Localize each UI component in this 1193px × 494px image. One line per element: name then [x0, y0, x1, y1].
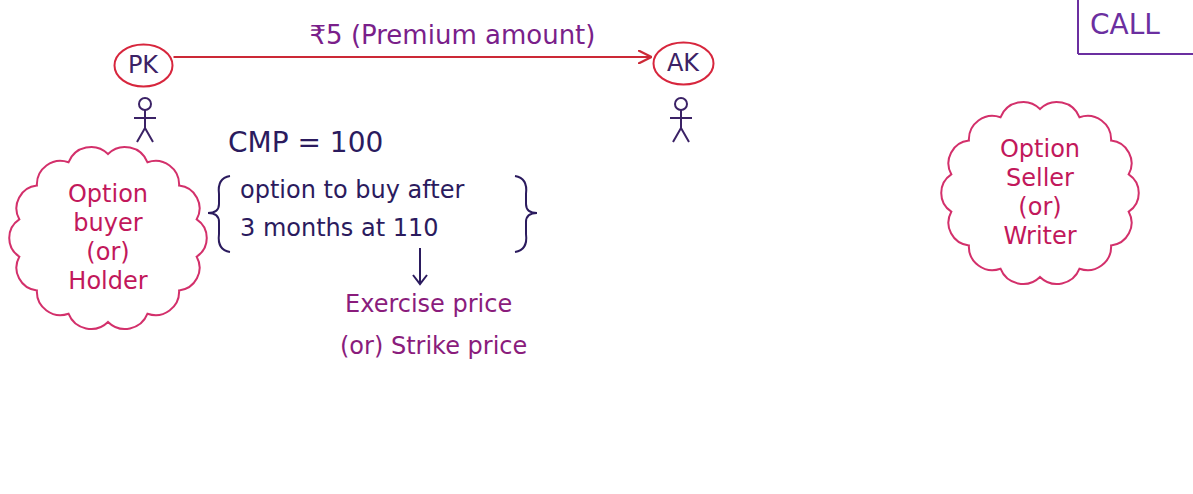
node-text: Option Seller (or) Writer — [985, 135, 1095, 250]
role-cloud: Option buyer (or) Holder — [3, 140, 213, 336]
term-note: Exercise price — [345, 290, 512, 319]
stick-figure — [134, 98, 156, 142]
person-circle: PK — [113, 43, 174, 88]
right-brace — [515, 176, 537, 252]
arrow-head — [413, 275, 427, 284]
circle-outline — [114, 44, 172, 86]
premium-arrow — [174, 56, 652, 58]
option-type: CALL — [1090, 8, 1160, 42]
cloud-outline — [941, 102, 1139, 284]
term-note: (or) Strike price — [340, 332, 527, 361]
contract-term: 3 months at 110 — [240, 214, 438, 243]
left-brace — [208, 176, 230, 252]
corner-line — [1077, 0, 1079, 54]
node-text: Option buyer (or) Holder — [53, 180, 163, 295]
cloud-outline — [9, 147, 207, 329]
call-corner — [1078, 0, 1193, 54]
circle-outline — [653, 42, 713, 84]
role-cloud: Option Seller (or) Writer — [935, 95, 1145, 291]
edge-label: ₹5 (Premium amount) — [307, 20, 599, 51]
corner-line — [1078, 53, 1193, 55]
figure-head — [675, 98, 687, 110]
figure-legs — [673, 128, 689, 142]
arrow-shaft — [419, 248, 421, 283]
figure-arms — [134, 117, 156, 119]
node-text: PK — [128, 51, 158, 80]
person-circle: AK — [652, 41, 715, 86]
figure-head — [139, 98, 151, 110]
market-price: CMP = 100 — [228, 126, 383, 160]
contract-term: option to buy after — [240, 176, 464, 205]
figure-arms — [670, 117, 692, 119]
figure-legs — [137, 128, 153, 142]
stick-figure — [670, 98, 692, 142]
node-text: AK — [667, 49, 699, 78]
down-arrow — [413, 248, 427, 284]
